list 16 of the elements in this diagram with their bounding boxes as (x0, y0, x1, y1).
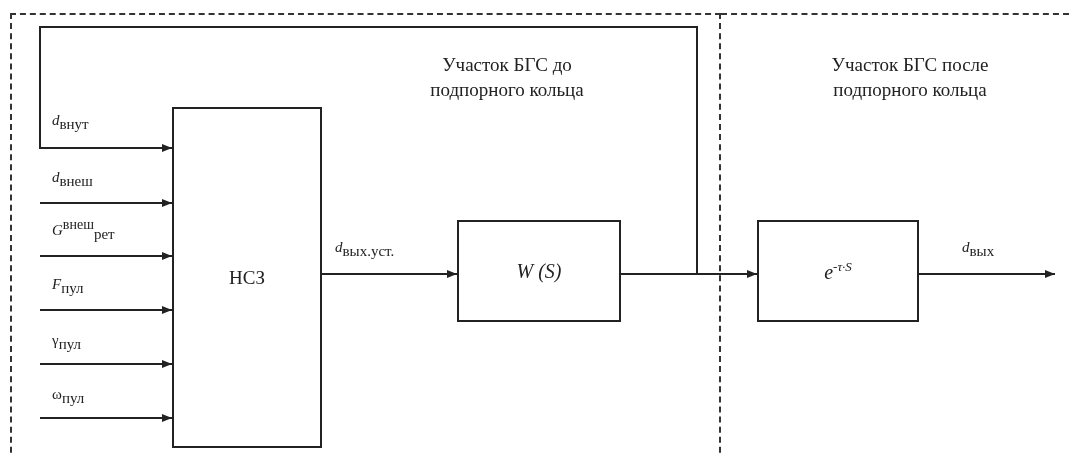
section-region (10, 13, 721, 455)
arrow (321, 270, 458, 278)
function-block (457, 220, 621, 322)
block-label: W (S) (516, 259, 562, 283)
arrow (39, 199, 173, 207)
arrow (39, 414, 173, 422)
arrow (620, 270, 758, 278)
arrow (39, 360, 173, 368)
block-label: НСЗ (229, 266, 265, 289)
arrow (39, 306, 173, 314)
function-block (172, 107, 322, 448)
block-label: e$^{-τ·S}$ (824, 258, 852, 284)
arrow (39, 26, 698, 275)
arrow (918, 270, 1056, 278)
function-block (757, 220, 919, 322)
arrow (39, 252, 173, 260)
